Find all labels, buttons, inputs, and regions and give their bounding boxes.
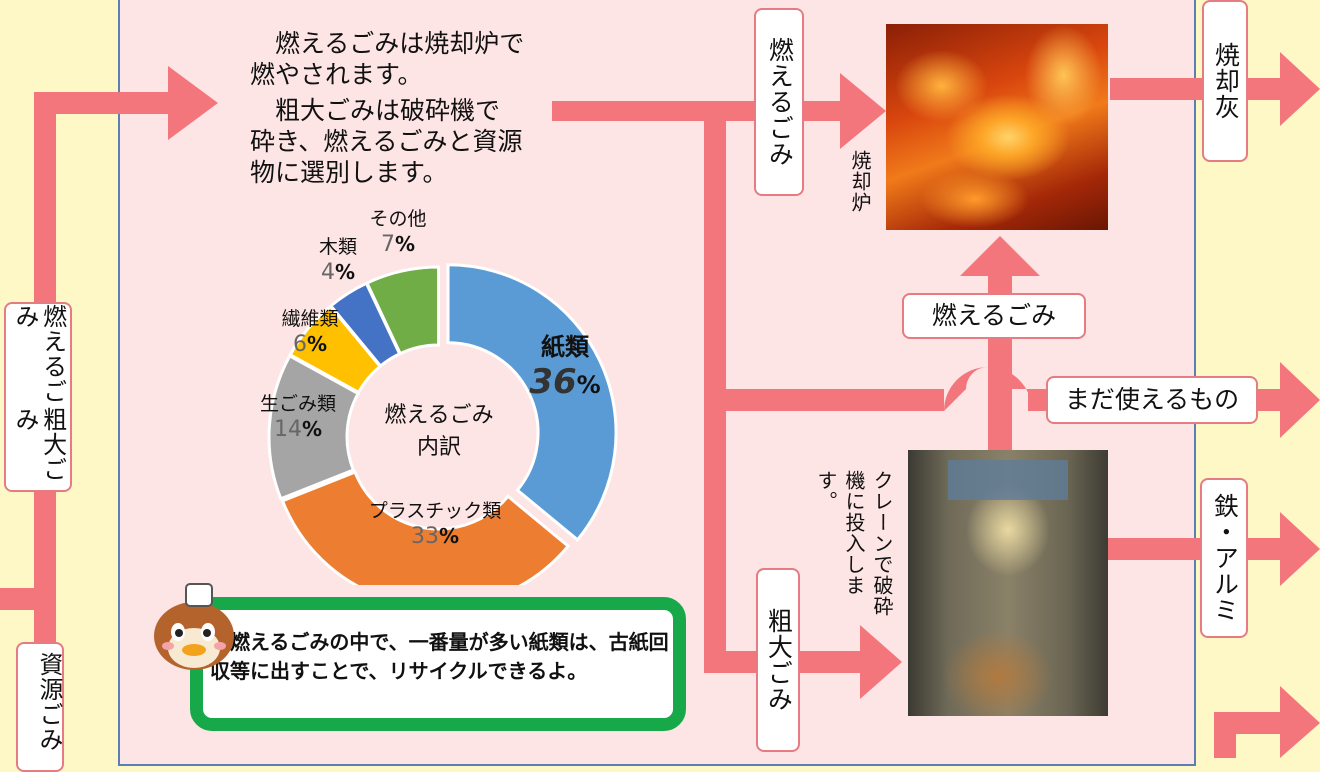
- slice-value-label-0: 36%: [529, 362, 600, 402]
- slice-value-label-2: 14%: [274, 417, 322, 442]
- ash-arrowhead: [1280, 52, 1320, 126]
- reusable-line-2: [1028, 389, 1048, 411]
- center-label-line-2: 内訳: [417, 435, 461, 460]
- ash-label: 焼却灰: [1202, 0, 1248, 162]
- donut-slice-5: [365, 265, 441, 356]
- left-resource-label: 資源ごみ: [16, 642, 64, 772]
- trunk-vertical: [704, 101, 726, 671]
- left-label-box: 燃えるごみ 粗大ごみ: [4, 302, 72, 492]
- donut-slice-1: [280, 470, 571, 585]
- incinerator-photo: [886, 24, 1108, 230]
- intro-paragraph-2: 粗大ごみは破砕機で 砕き、燃えるごみと資源 物に選別します。: [250, 96, 523, 187]
- left-branch-line: [0, 588, 56, 610]
- metal-arrowhead: [1280, 512, 1320, 586]
- slice-value-label-3: 6%: [293, 332, 327, 357]
- left-bulky-label: 粗大ごみ: [11, 407, 67, 483]
- resource-line-h: [1214, 712, 1284, 734]
- crusher-arrowhead: [860, 625, 902, 699]
- reusable-line: [704, 389, 944, 411]
- speech-bubble: [190, 597, 686, 731]
- slice-name-label-5: その他: [369, 208, 426, 230]
- metal-line: [1108, 538, 1288, 560]
- crane-caption: クレーンで破砕機に投入します。: [814, 470, 894, 617]
- incinerator-label: 焼却炉: [848, 150, 872, 213]
- slice-name-label-0: 紙類: [541, 333, 590, 361]
- speech-text: 燃えるごみの中で、一番量が多い紙類は、古紙回収等に出すことで、リサイクルできるよ…: [210, 630, 669, 683]
- slice-value-label-4: 4%: [321, 260, 355, 285]
- slice-name-label-2: 生ごみ類: [260, 393, 336, 415]
- left-burnable-label: 燃えるごみ: [11, 304, 67, 404]
- slice-value-label-5: 7%: [381, 232, 415, 257]
- mascot-icon: [154, 583, 234, 670]
- top-burnable-label: 燃えるごみ: [754, 8, 804, 196]
- intro-paragraph-1: 燃えるごみは焼却炉で 燃やされます。: [250, 29, 525, 89]
- top-feed-line: [34, 92, 174, 114]
- donut-slices: [267, 263, 618, 585]
- reusable-arrowhead: [1280, 362, 1320, 438]
- crane-window: [948, 460, 1068, 500]
- reusable-label: まだ使えるもの: [1046, 376, 1258, 424]
- incinerator-arrowhead: [840, 73, 886, 149]
- crusher-crane-photo: [908, 450, 1108, 716]
- center-label-line-1: 燃えるごみ: [384, 403, 493, 428]
- bulky-label: 粗大ごみ: [756, 568, 800, 752]
- trunk-top: [552, 101, 727, 121]
- slice-name-label-4: 木類: [319, 236, 357, 258]
- slice-name-label-3: 繊維類: [281, 308, 338, 330]
- slice-value-label-1: 33%: [411, 524, 459, 549]
- feed-arrowhead: [168, 66, 218, 140]
- donut-slice-0: [446, 263, 618, 542]
- ash-line: [1110, 78, 1285, 100]
- slice-name-label-1: プラスチック類: [369, 500, 502, 522]
- up-arrowhead: [960, 236, 1040, 276]
- metal-label: 鉄・アルミ: [1200, 478, 1248, 638]
- mid-burnable-label: 燃えるごみ: [902, 293, 1086, 339]
- resource-arrowhead: [1280, 686, 1320, 758]
